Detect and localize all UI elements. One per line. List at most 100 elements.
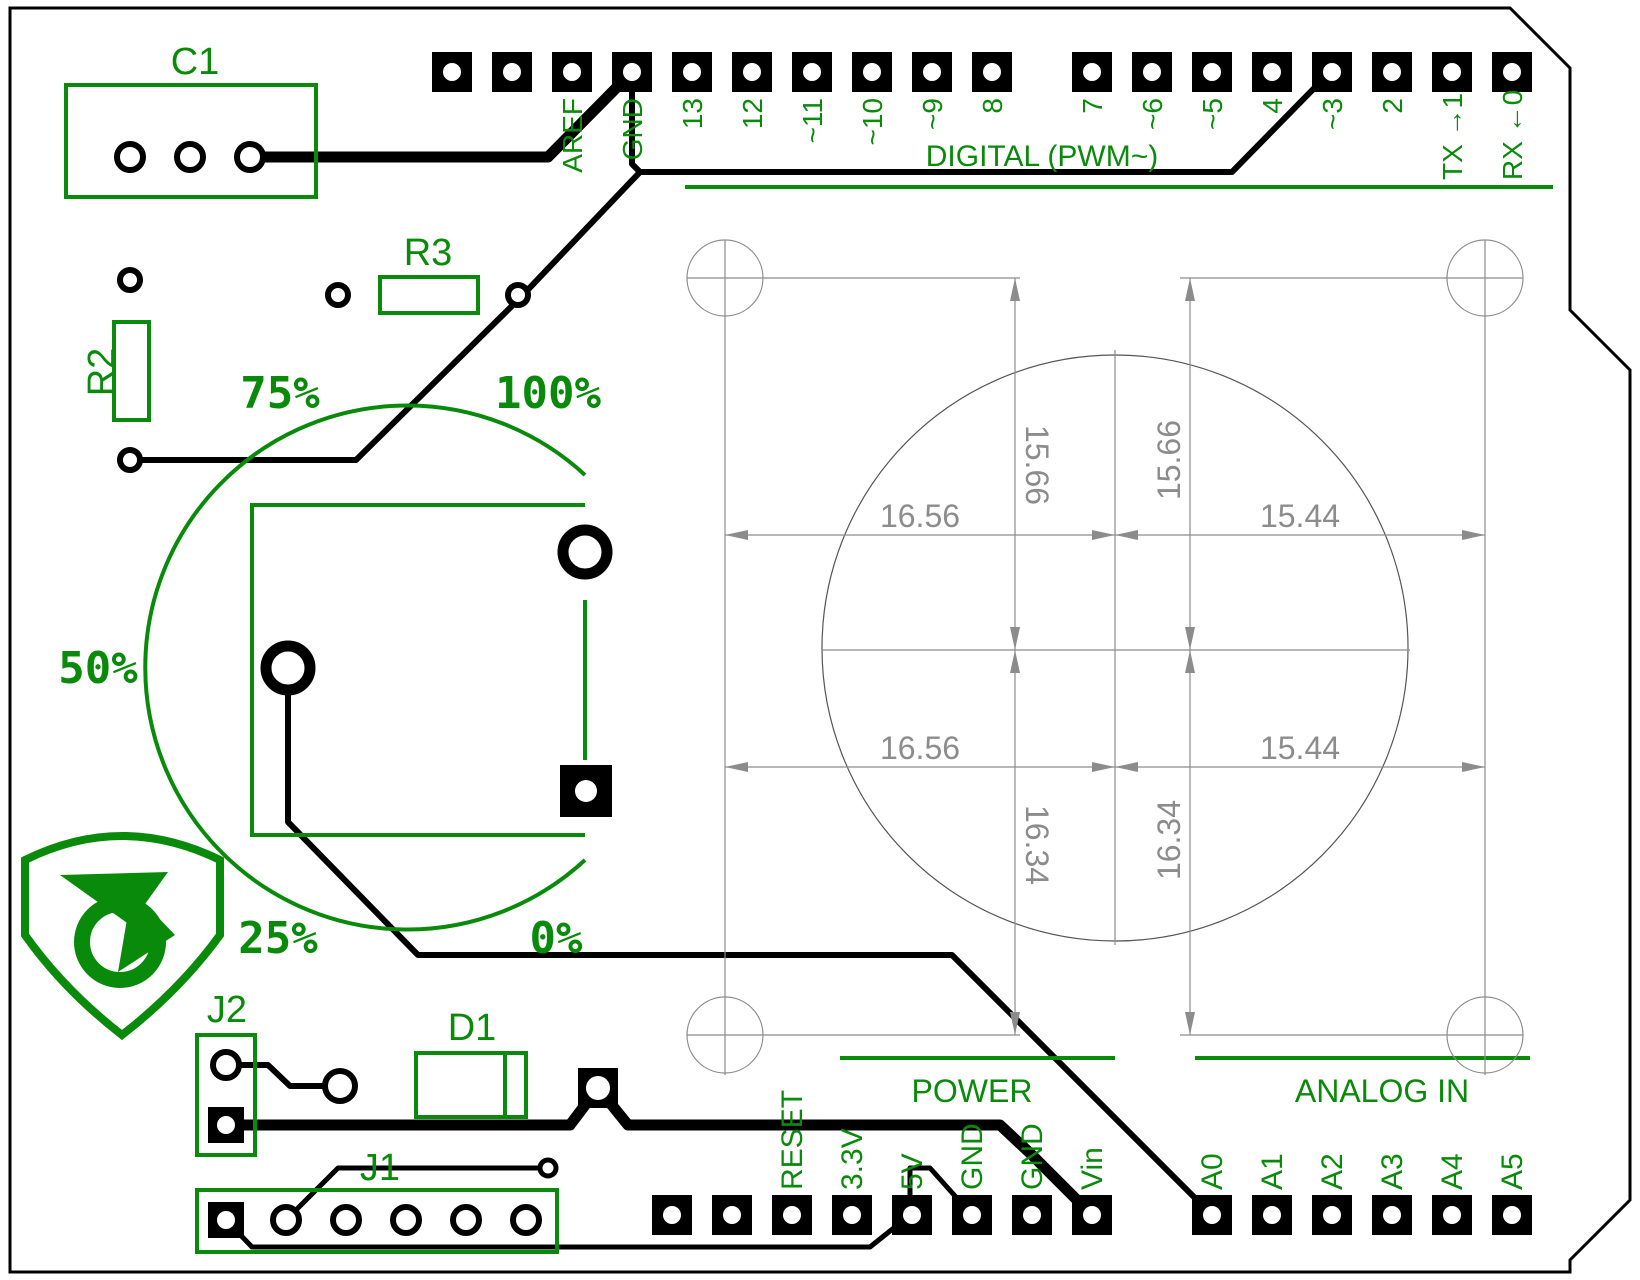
- analog-label-3: A3: [1376, 1153, 1409, 1190]
- digital-pad-8-hole: [923, 63, 941, 81]
- analog-pad-0-hole: [1203, 1206, 1221, 1224]
- digital-pad-10-hole: [1083, 63, 1101, 81]
- digital-label-11: 4: [1257, 98, 1288, 114]
- pin-labels: AREF GND 13 12 ~11 ~10 ~9 8 7 ~6 ~5 4 ~3 2 TX →1 RX ←0 R…: [557, 90, 1529, 1190]
- pot-label-0: 0%: [530, 913, 583, 964]
- digital-label-13: 2: [1377, 98, 1408, 114]
- power-header: [652, 1195, 1112, 1235]
- digital-pad-0-hole: [443, 63, 461, 81]
- analog-label-5: A5: [1496, 1153, 1529, 1190]
- dim-lower-left-h: 16.56: [880, 730, 960, 766]
- dim-upper-right-v: 15.66: [1151, 420, 1187, 500]
- r2-label: R2: [81, 348, 123, 397]
- digital-pad-5-hole: [743, 63, 761, 81]
- analog-header: [1192, 1195, 1532, 1235]
- power-label-3: GND: [956, 1123, 989, 1190]
- shield-logo: [21, 832, 224, 1041]
- power-pad-0-hole: [663, 1206, 681, 1224]
- dim-lower-right-h: 15.44: [1260, 730, 1340, 766]
- digital-label-14: TX →1: [1437, 93, 1468, 180]
- power-label-4: GND: [1016, 1123, 1049, 1190]
- c1-label: C1: [171, 41, 220, 83]
- analog-pad-4-hole: [1443, 1206, 1461, 1224]
- power-label-2: 5V: [896, 1153, 929, 1190]
- power-pad-4-hole: [903, 1206, 921, 1224]
- resistor-r2: R2: [81, 267, 151, 473]
- digital-pad-16-hole: [1443, 63, 1461, 81]
- connector-j2: J2: [195, 989, 257, 1157]
- power-pad-1-hole: [723, 1206, 741, 1224]
- digital-label-9: ~6: [1137, 98, 1168, 130]
- d1-label: D1: [448, 1007, 497, 1049]
- dim-lower-right-v: 16.34: [1151, 800, 1187, 880]
- digital-label-7: 8: [977, 98, 1008, 114]
- digital-label-0: AREF: [557, 98, 588, 173]
- j1-label: J1: [360, 1147, 400, 1189]
- analog-pad-2-hole: [1323, 1206, 1341, 1224]
- dim-upper-right-h: 15.44: [1260, 498, 1340, 534]
- pot-label-25: 25%: [238, 913, 318, 964]
- pot-label-75: 75%: [240, 368, 320, 419]
- digital-label-8: 7: [1077, 98, 1108, 114]
- digital-pad-11-hole: [1143, 63, 1161, 81]
- connector-j1: J1: [195, 1147, 559, 1254]
- digital-pad-2-hole: [563, 63, 581, 81]
- digital-pad-1-hole: [503, 63, 521, 81]
- digital-pad-12-hole: [1203, 63, 1221, 81]
- digital-pad-9-hole: [983, 63, 1001, 81]
- dim-upper-left-h: 16.56: [880, 498, 960, 534]
- capacitor-c1: C1: [64, 41, 318, 199]
- analog-pad-3-hole: [1383, 1206, 1401, 1224]
- digital-label-12: ~3: [1317, 98, 1348, 130]
- digital-label-10: ~5: [1197, 98, 1228, 130]
- digital-label-15: RX ←0: [1497, 90, 1528, 180]
- digital-label-4: ~11: [797, 98, 828, 143]
- digital-label-3: 12: [737, 98, 768, 129]
- digital-pad-3-hole: [623, 63, 641, 81]
- j2-label: J2: [207, 989, 247, 1031]
- power-pad-6-hole: [1023, 1206, 1041, 1224]
- pot-label-50: 50%: [58, 643, 138, 694]
- power-pad-5-hole: [963, 1206, 981, 1224]
- digital-pad-7-hole: [863, 63, 881, 81]
- analog-pad-1-hole: [1263, 1206, 1281, 1224]
- power-title: POWER: [912, 1073, 1033, 1109]
- digital-pad-6-hole: [803, 63, 821, 81]
- power-label-5: Vin: [1076, 1147, 1109, 1190]
- analog-label-1: A1: [1256, 1153, 1289, 1190]
- via: [537, 1157, 559, 1179]
- analog-pad-5-hole: [1503, 1206, 1521, 1224]
- power-pad-7-hole: [1083, 1206, 1101, 1224]
- digital-pad-4-hole: [683, 63, 701, 81]
- power-pad-2-hole: [783, 1206, 801, 1224]
- dim-upper-left-v: 15.66: [1019, 425, 1055, 505]
- dim-lower-left-v: 16.34: [1019, 805, 1055, 885]
- r3-label: R3: [404, 232, 453, 274]
- resistor-r3: R3: [325, 232, 531, 315]
- digital-label-6: ~9: [917, 98, 948, 130]
- analog-label-4: A4: [1436, 1153, 1469, 1190]
- analog-label-2: A2: [1316, 1153, 1349, 1190]
- power-pad-3-hole: [843, 1206, 861, 1224]
- digital-pad-17-hole: [1503, 63, 1521, 81]
- pad-small: [322, 1068, 358, 1104]
- digital-title: DIGITAL (PWM~): [926, 140, 1159, 173]
- power-label-0: RESET: [776, 1090, 809, 1190]
- digital-pad-13-hole: [1263, 63, 1281, 81]
- power-label-1: 3.3V: [836, 1128, 869, 1190]
- digital-header: [432, 52, 1532, 92]
- mounting-drawing: [686, 239, 1524, 1075]
- digital-pad-15-hole: [1383, 63, 1401, 81]
- digital-label-5: ~10: [857, 98, 888, 146]
- digital-pad-14-hole: [1323, 63, 1341, 81]
- digital-label-1: GND: [617, 98, 648, 160]
- analog-title: ANALOG IN: [1295, 1073, 1469, 1109]
- diode-d1: D1: [414, 1007, 528, 1119]
- analog-label-0: A0: [1196, 1153, 1229, 1190]
- pot-label-100: 100%: [495, 368, 601, 419]
- dimension-arrows: [725, 278, 1485, 1035]
- digital-label-2: 13: [677, 98, 708, 129]
- board-outline: [8, 6, 1632, 1274]
- potentiometer: [143, 403, 613, 932]
